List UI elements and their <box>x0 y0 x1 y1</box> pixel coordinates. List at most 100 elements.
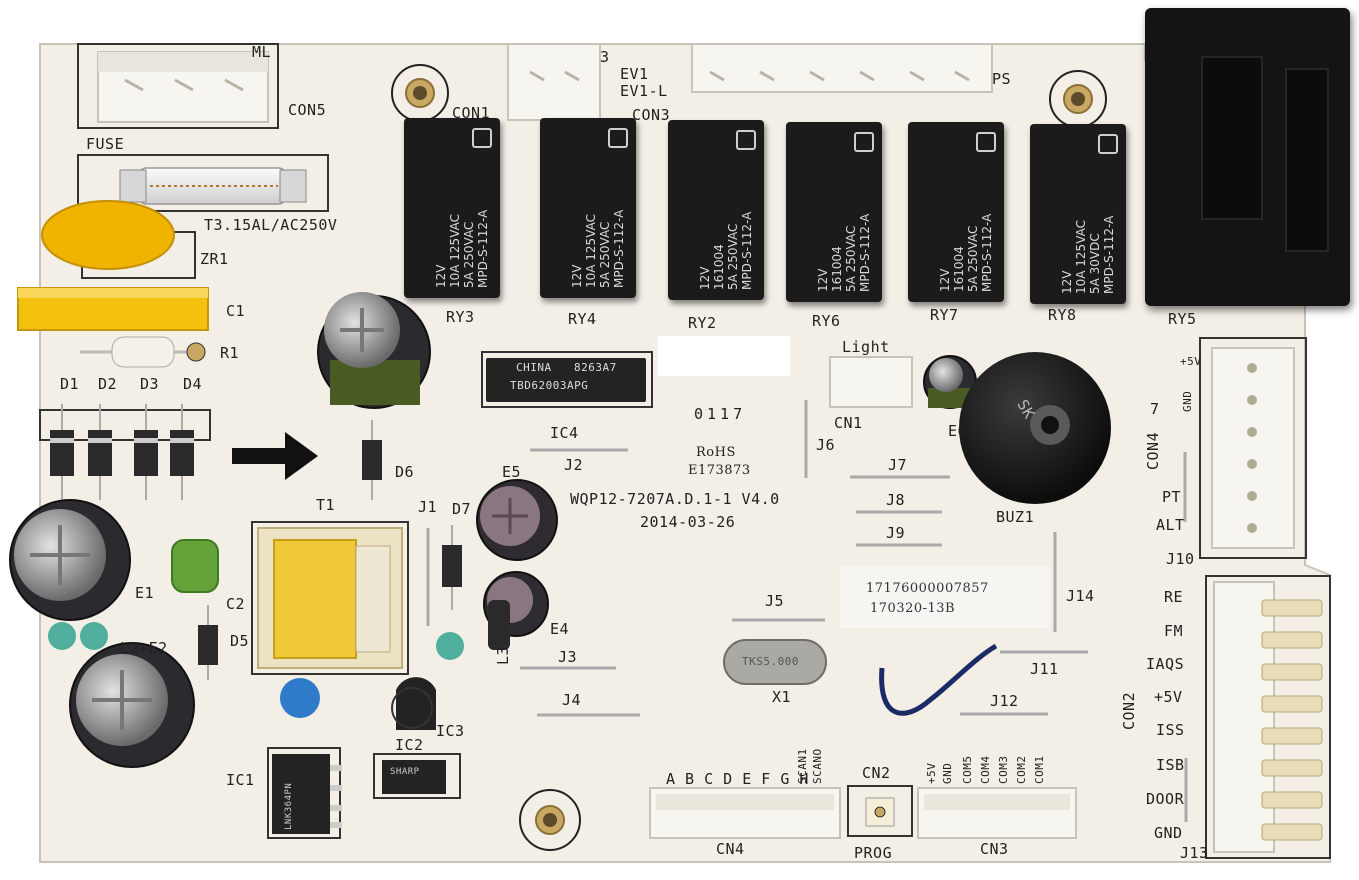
relay-text-5: 5A 30VDC <box>1088 233 1102 294</box>
label-j11: J11 <box>1030 660 1059 678</box>
label-j7: J7 <box>888 456 908 474</box>
label-d4: D4 <box>183 375 203 393</box>
label-com5: COM5 <box>961 755 974 785</box>
relay-text-1: 12V <box>570 264 584 288</box>
ic2-mark: SHARP <box>390 767 420 777</box>
label-iaqs: IAQS <box>1146 655 1185 673</box>
label-buz1: BUZ1 <box>996 508 1035 526</box>
label-plus5v-top: +5V <box>1180 355 1202 368</box>
capacitor-blue-3 <box>48 622 76 650</box>
label-j3: J3 <box>558 648 578 666</box>
label-fm: FM <box>1164 622 1184 640</box>
relay-text-3: 10A 125VAC <box>584 213 598 288</box>
label-ry3: RY3 <box>446 308 475 326</box>
label-d3: D3 <box>140 375 160 393</box>
label-cn4-pins: A B C D E F G H <box>666 770 809 788</box>
sticker-line2: 170320-13B <box>870 601 956 616</box>
label-j9: J9 <box>886 524 906 542</box>
label-rohs: RoHS <box>696 445 736 460</box>
sticker-blank <box>658 336 790 376</box>
label-j14: J14 <box>1066 587 1095 605</box>
label-con1: CON1 <box>452 104 491 122</box>
relay-text-4: 5A 250VAC <box>844 225 858 292</box>
label-e5: E5 <box>502 463 522 481</box>
label-j2: J2 <box>564 456 584 474</box>
relay-ry2: 12V 161004 5A 250VAC MPD-S-112-A <box>668 120 764 300</box>
cn2-connector <box>847 785 913 837</box>
con1-connector <box>507 43 601 121</box>
buzzer-buz1 <box>959 352 1111 504</box>
label-con2: CON2 <box>1120 691 1138 730</box>
capacitor-e5 <box>476 479 558 561</box>
relay-logo-icon <box>976 132 996 152</box>
label-ic1: IC1 <box>226 771 255 789</box>
relay-text-1: 12V <box>434 264 448 288</box>
label-fuse: FUSE <box>86 135 125 153</box>
capacitor-blue-2 <box>436 632 464 660</box>
ic4-chip <box>481 351 653 408</box>
label-cn3-5v: +5V <box>925 762 938 784</box>
label-zr1: ZR1 <box>200 250 229 268</box>
label-com2: COM2 <box>1015 755 1028 785</box>
relay-logo-icon <box>1098 134 1118 154</box>
bridge-diodes <box>39 404 211 500</box>
label-c1: C1 <box>226 302 246 320</box>
label-scan0: SCANO <box>811 748 824 784</box>
con5-connector <box>77 43 279 129</box>
ic4-brand: CHINA <box>516 361 552 374</box>
transformer-t1 <box>251 521 409 675</box>
label-light: Light <box>842 338 890 356</box>
label-door: DOOR <box>1146 790 1185 808</box>
label-ry7: RY7 <box>930 306 959 324</box>
ic2-chip <box>373 753 461 799</box>
label-fuse-rating: T3.15AL/AC250V <box>204 216 338 234</box>
label-ry5: RY5 <box>1168 310 1197 328</box>
varistor-zr1 <box>41 200 196 279</box>
resistor-r1 <box>80 336 206 368</box>
board-model: WQP12-7207A.D.1-1 V4.0 <box>570 490 780 508</box>
label-prog: PROG <box>854 844 893 862</box>
label-pt: PT <box>1162 488 1182 506</box>
relay-text-6: MPD-S-112-A <box>476 209 490 288</box>
capacitor-blue-1 <box>280 678 320 718</box>
label-ry6: RY6 <box>812 312 841 330</box>
diode-d5 <box>198 605 218 680</box>
arrow-silkscreen-icon <box>232 432 318 480</box>
diode-d6 <box>362 420 382 500</box>
label-r1: R1 <box>220 344 240 362</box>
relay-ry7: 12V 161004 5A 250VAC MPD-S-112-A <box>908 122 1004 302</box>
label-e6: E6 <box>948 422 968 440</box>
relay-logo-icon <box>736 130 756 150</box>
relay-ry8: 12V 10A 125VAC 5A 30VDC MPD-S-112-A <box>1030 124 1126 304</box>
cn3-connector <box>917 787 1077 839</box>
con4-connector <box>1199 337 1307 559</box>
label-cn1: CN1 <box>834 414 863 432</box>
label-j12: J12 <box>990 692 1019 710</box>
relay-text-6: MPD-S-112-A <box>858 213 872 292</box>
label-com4: COM4 <box>979 755 992 785</box>
cn4-bottom-connector <box>649 787 841 839</box>
label-e4: E4 <box>550 620 570 638</box>
label-ev1: EV1 <box>620 65 649 83</box>
label-cert: E173873 <box>688 463 751 478</box>
relay-text-6: MPD-S-112-A <box>740 211 754 290</box>
ic3-transistor <box>391 677 436 730</box>
label-cn2: CN2 <box>862 764 891 782</box>
relay-ry3: 12V 10A 125VAC 5A 250VAC MPD-S-112-A <box>404 118 500 298</box>
label-cn3-gnd: GND <box>941 762 954 784</box>
relay-text-6: MPD-S-112-A <box>1102 215 1116 294</box>
relay-text-4: 5A 250VAC <box>966 225 980 292</box>
label-ml: ML <box>252 43 272 61</box>
label-con3: CON3 <box>632 106 671 124</box>
label-gnd: GND <box>1154 824 1183 842</box>
label-ry4: RY4 <box>568 310 597 328</box>
sticker-line1: 17176000007857 <box>866 581 989 596</box>
label-e2: L2+E2 <box>120 639 168 657</box>
serial-sticker: 17176000007857 170320-13B <box>840 566 1050 628</box>
label-d1: D1 <box>60 375 80 393</box>
relay-text-3: 10A 125VAC <box>448 213 462 288</box>
relay-text-1: 12V <box>938 268 952 292</box>
label-ps: PS <box>992 70 1012 88</box>
relay-text-6: MPD-S-112-A <box>980 213 994 292</box>
